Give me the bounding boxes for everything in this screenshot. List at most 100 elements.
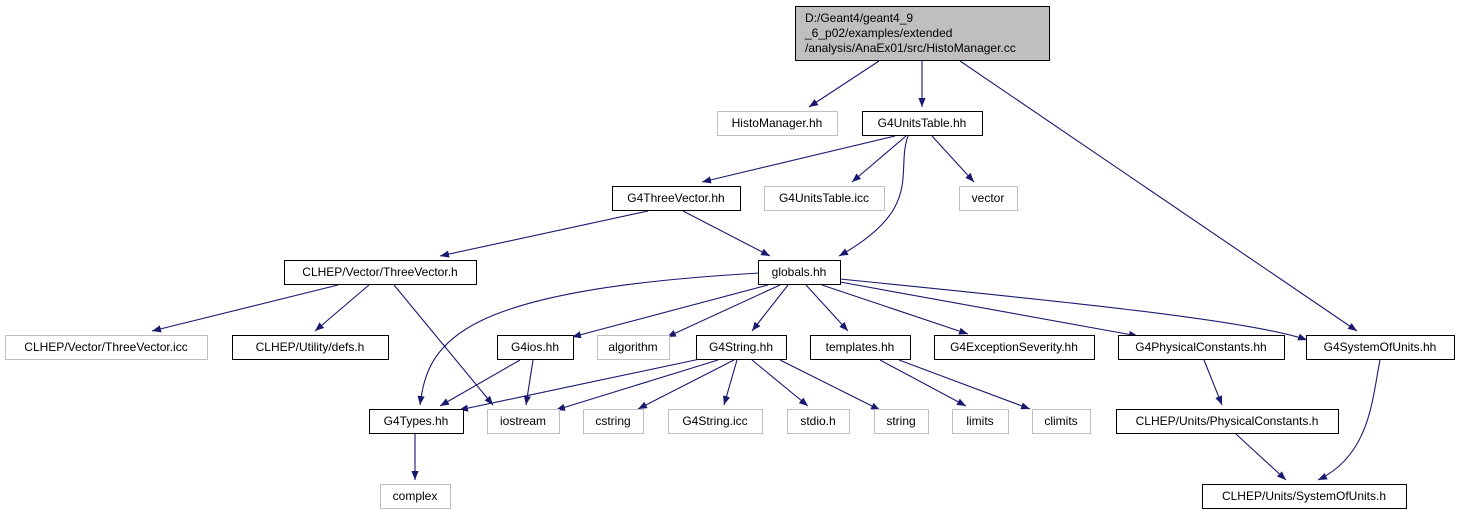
node-g4unitstable-icc[interactable]: G4UnitsTable.icc [764,186,885,211]
edge-clhep-threevector-h-to-clhep-threevector-icc [151,284,339,333]
edge-clhep-threevector-h-to-clhep-defs-h [314,284,370,332]
node-stdio-h[interactable]: stdio.h [787,409,850,434]
node-label: G4ThreeVector.hh [627,191,724,205]
node-label: templates.hh [826,340,895,354]
node-box [758,260,841,285]
node-label: G4SystemOfUnits.hh [1324,340,1437,354]
node-g4physicalconstants-hh[interactable]: G4PhysicalConstants.hh [1118,335,1285,360]
node-box [497,335,574,360]
edge-templates-hh-to-limits [879,359,967,407]
node-label: G4Types.hh [384,414,449,428]
node-box [284,260,477,285]
node-complex[interactable]: complex [380,484,451,509]
node-box [1032,409,1091,434]
edge-globals-hh-to-g4types-hh [417,272,761,406]
edge-globals-hh-to-g4string-hh [751,284,789,332]
node-label: complex [393,489,438,503]
edge-g4systemofunits-hh-to-clhep-systemofunits-h [1317,359,1381,481]
node-g4ios-hh[interactable]: G4ios.hh [497,335,574,360]
edge-g4ios-hh-to-iostream [523,359,534,406]
node-box [232,335,389,360]
edge-globals-hh-to-g4systemofunits-hh [839,278,1308,341]
node-label: CLHEP/Units/PhysicalConstants.h [1136,414,1319,428]
node-label: algorithm [608,340,657,354]
node-box [717,111,838,136]
node-label: G4UnitsTable.hh [878,116,967,130]
node-box [597,335,670,360]
node-root[interactable]: D:/Geant4/geant4_9_6_p02/examples/extend… [795,6,1050,61]
edge-g4string-hh-to-g4string-icc [723,359,738,406]
node-limits[interactable]: limits [952,409,1009,434]
node-box [959,186,1018,211]
edge-g4threevector-hh-to-globals-hh [682,210,771,257]
node-label: string [886,414,915,428]
edge-g4string-hh-to-cstring [637,359,735,410]
node-label: HistoManager.hh [732,116,823,130]
node-globals-hh[interactable]: globals.hh [758,260,841,285]
node-label: _6_p02/examples/extended [804,26,952,40]
node-box [1202,484,1407,509]
edge-g4unitstable-hh-to-g4unitstable-icc [851,135,907,183]
node-clhep-threevector-icc[interactable]: CLHEP/Vector/ThreeVector.icc [5,335,208,360]
node-label: G4PhysicalConstants.hh [1135,340,1266,354]
node-g4threevector-hh[interactable]: G4ThreeVector.hh [612,186,741,211]
node-histomanager-hh[interactable]: HistoManager.hh [717,111,838,136]
node-g4unitstable-hh[interactable]: G4UnitsTable.hh [862,111,983,136]
node-box [795,6,1050,61]
node-box [952,409,1009,434]
node-g4types-hh[interactable]: G4Types.hh [369,409,464,434]
node-box [1116,409,1339,434]
node-label: stdio.h [800,414,835,428]
node-g4systemofunits-hh[interactable]: G4SystemOfUnits.hh [1306,335,1455,360]
node-label: CLHEP/Utility/defs.h [256,340,365,354]
edge-root-to-histomanager-hh [808,60,880,108]
node-label: globals.hh [772,265,827,279]
node-label: cstring [595,414,630,428]
node-g4string-icc[interactable]: G4String.icc [668,409,763,434]
node-algorithm[interactable]: algorithm [597,335,670,360]
node-box [810,335,911,360]
node-g4exceptionseverity-hh[interactable]: G4ExceptionSeverity.hh [934,335,1095,360]
node-box [380,484,451,509]
node-label: /analysis/AnaEx01/src/HistoManager.cc [805,41,1016,55]
edge-g4threevector-hh-to-clhep-threevector-h [439,210,649,258]
node-label: G4String.hh [709,340,773,354]
edge-g4ios-hh-to-g4types-hh [439,359,521,407]
node-cstring[interactable]: cstring [583,409,644,434]
node-label: D:/Geant4/geant4_9 [805,11,913,25]
node-templates-hh[interactable]: templates.hh [810,335,911,360]
edge-globals-hh-to-g4exceptionseverity-hh [821,284,969,335]
edge-globals-hh-to-g4physicalconstants-hh [839,281,1139,338]
edge-g4physicalconstants-hh-to-clhep-physicalconstants-h [1203,359,1223,406]
node-box [487,409,560,434]
node-vector[interactable]: vector [959,186,1018,211]
node-label: CLHEP/Vector/ThreeVector.icc [24,340,187,354]
node-box [764,186,885,211]
node-label: CLHEP/Vector/ThreeVector.h [302,265,457,279]
edge-globals-hh-to-algorithm [666,284,781,338]
node-box [696,335,787,360]
edge-g4string-hh-to-stdio-h [751,359,809,407]
edge-g4unitstable-hh-to-globals-hh [838,135,909,257]
edge-g4unitstable-hh-to-vector [931,135,975,183]
node-box [583,409,644,434]
node-clhep-systemofunits-h[interactable]: CLHEP/Units/SystemOfUnits.h [1202,484,1407,509]
node-g4string-hh[interactable]: G4String.hh [696,335,787,360]
node-box [369,409,464,434]
node-clhep-physicalconstants-h[interactable]: CLHEP/Units/PhysicalConstants.h [1116,409,1339,434]
node-box [1306,335,1455,360]
edge-globals-hh-to-templates-hh [805,284,849,332]
node-clhep-threevector-h[interactable]: CLHEP/Vector/ThreeVector.h [284,260,477,285]
edge-g4string-hh-to-iostream [555,359,719,411]
node-box [862,111,983,136]
node-iostream[interactable]: iostream [487,409,560,434]
node-string[interactable]: string [874,409,929,434]
edge-clhep-threevector-h-to-iostream [393,284,494,406]
node-box [934,335,1095,360]
node-label: G4ExceptionSeverity.hh [950,340,1078,354]
node-label: G4String.icc [682,414,747,428]
node-clhep-defs-h[interactable]: CLHEP/Utility/defs.h [232,335,389,360]
edge-clhep-physicalconstants-h-to-clhep-systemofunits-h [1235,433,1287,481]
node-climits[interactable]: climits [1032,409,1091,434]
